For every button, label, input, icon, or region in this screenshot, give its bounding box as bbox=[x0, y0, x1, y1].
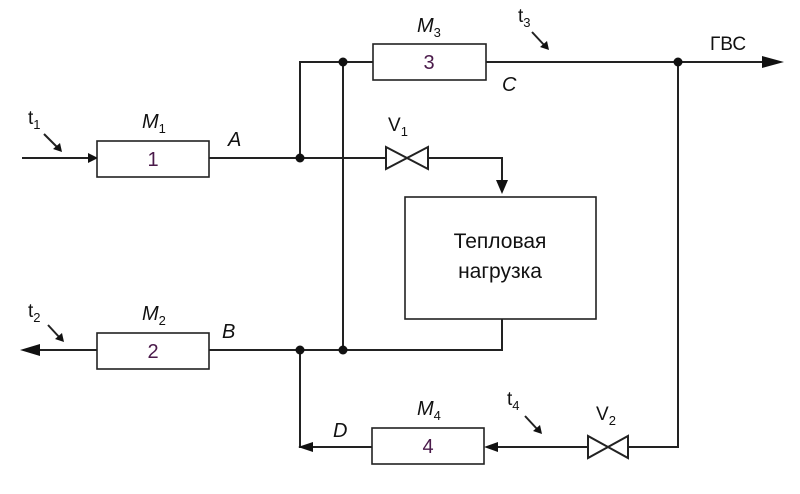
meter-3: 3 bbox=[372, 43, 487, 81]
v1-to-load-pipe bbox=[428, 157, 503, 186]
label-t3: t3 bbox=[518, 6, 531, 30]
junction-bottom-bypass bbox=[338, 345, 348, 355]
heat-load-line-2: нагрузка bbox=[458, 260, 542, 283]
heat-load-line-1: Тепловая bbox=[454, 230, 547, 253]
label-point-d: D bbox=[333, 420, 347, 442]
meter-1: 1 bbox=[96, 140, 210, 178]
junction-a bbox=[295, 153, 305, 163]
heat-load-box: Тепловая нагрузка bbox=[404, 196, 597, 320]
label-t1: t1 bbox=[28, 108, 41, 132]
label-v2: V2 bbox=[596, 404, 616, 428]
load-inlet-arrow bbox=[496, 180, 508, 194]
label-t2: t2 bbox=[28, 301, 41, 325]
outlet-arrow bbox=[762, 56, 784, 68]
label-m1: M1 bbox=[142, 111, 166, 136]
return-outlet-arrow bbox=[20, 344, 40, 356]
d-return-arrow bbox=[298, 442, 313, 452]
meter-2: 2 bbox=[96, 332, 210, 370]
meter-1-number: 1 bbox=[147, 149, 158, 171]
label-v1: V1 bbox=[388, 115, 408, 139]
meter-4-inlet-arrow bbox=[484, 442, 498, 452]
label-m4: M4 bbox=[417, 398, 441, 423]
label-outlet-gvs: ГВС bbox=[710, 34, 746, 55]
junction-b bbox=[295, 345, 305, 355]
label-m3: M3 bbox=[417, 15, 441, 40]
junction-top-bypass bbox=[338, 57, 348, 67]
meter-4-number: 4 bbox=[422, 436, 433, 458]
inlet-arrow bbox=[88, 153, 98, 163]
load-return-pipe bbox=[300, 319, 503, 351]
label-point-a: A bbox=[227, 129, 241, 151]
temp-t3: t3 bbox=[518, 6, 549, 50]
valve-v1-icon bbox=[385, 145, 429, 171]
meter-2-number: 2 bbox=[147, 341, 158, 363]
label-t4: t4 bbox=[507, 389, 520, 413]
temp-t2: t2 bbox=[28, 301, 64, 342]
junction-outlet bbox=[673, 57, 683, 67]
meter-4: 4 bbox=[371, 427, 485, 465]
label-m2: M2 bbox=[142, 303, 166, 328]
temp-t4: t4 bbox=[507, 389, 542, 434]
branch-a-up-pipe bbox=[299, 61, 373, 158]
valve-v2-icon bbox=[587, 434, 629, 460]
label-point-b: B bbox=[222, 321, 235, 343]
recirculation-down-pipe bbox=[628, 62, 679, 448]
temp-t1: t1 bbox=[28, 108, 62, 152]
label-point-c: C bbox=[502, 74, 517, 96]
meter-3-number: 3 bbox=[423, 52, 434, 74]
